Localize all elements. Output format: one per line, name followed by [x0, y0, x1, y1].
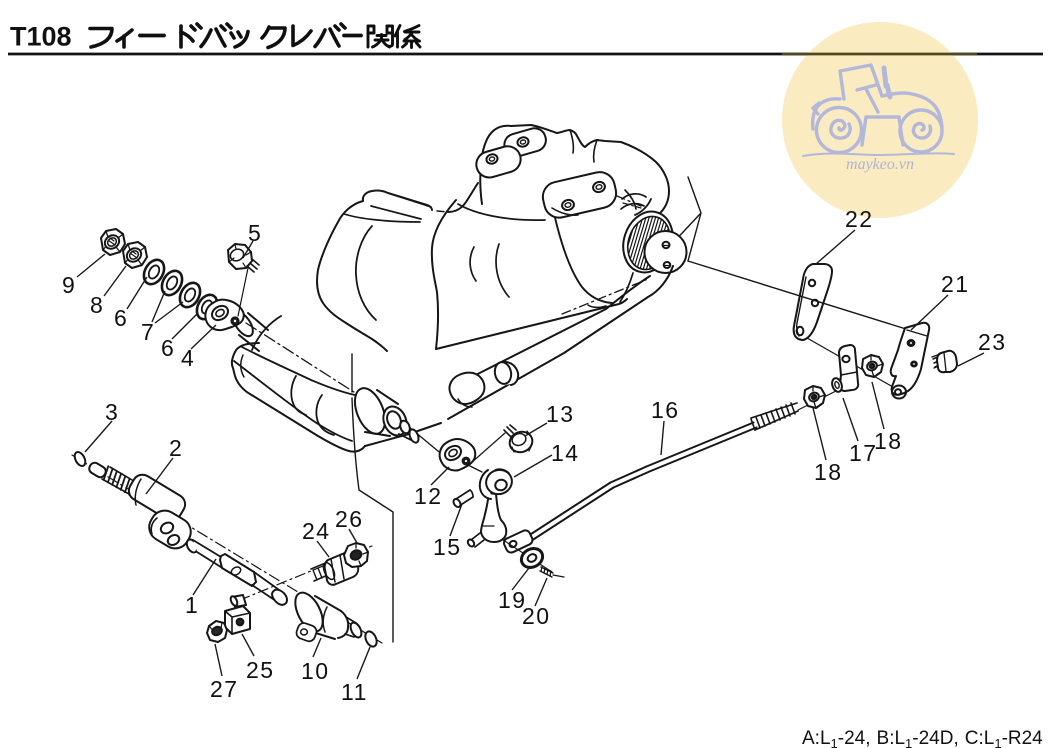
svg-text:13: 13: [546, 401, 575, 427]
svg-text:10: 10: [301, 658, 330, 684]
svg-text:23: 23: [978, 329, 1007, 355]
svg-text:7: 7: [141, 319, 155, 345]
svg-text:26: 26: [335, 506, 364, 532]
svg-text:15: 15: [433, 534, 462, 560]
svg-text:9: 9: [62, 272, 76, 298]
svg-text:maykeo.vn: maykeo.vn: [846, 156, 914, 173]
svg-text:20: 20: [522, 603, 551, 629]
svg-text:T108: T108: [10, 22, 72, 52]
svg-text:14: 14: [551, 440, 580, 466]
svg-text:6: 6: [114, 305, 128, 331]
svg-text:11: 11: [341, 679, 368, 705]
svg-text:6: 6: [161, 335, 175, 361]
svg-text:3: 3: [105, 399, 119, 425]
svg-text:17: 17: [849, 440, 878, 466]
svg-text:21: 21: [941, 271, 970, 297]
svg-text:12: 12: [414, 483, 443, 509]
svg-text:27: 27: [210, 676, 239, 702]
svg-text:18: 18: [814, 459, 843, 485]
svg-text:25: 25: [246, 657, 275, 683]
svg-text:19: 19: [498, 587, 527, 613]
svg-text:1: 1: [185, 592, 199, 618]
svg-text:24: 24: [302, 518, 331, 544]
svg-text:A:L1-24,B:L1-24D,C:L1-R24: A:L1-24,B:L1-24D,C:L1-R24: [802, 728, 1043, 748]
svg-text:18: 18: [874, 428, 903, 454]
svg-text:5: 5: [248, 220, 262, 246]
svg-text:2: 2: [169, 435, 183, 461]
svg-text:16: 16: [651, 397, 680, 423]
svg-text:8: 8: [90, 292, 104, 318]
svg-text:22: 22: [845, 206, 874, 232]
svg-text:4: 4: [181, 345, 195, 371]
